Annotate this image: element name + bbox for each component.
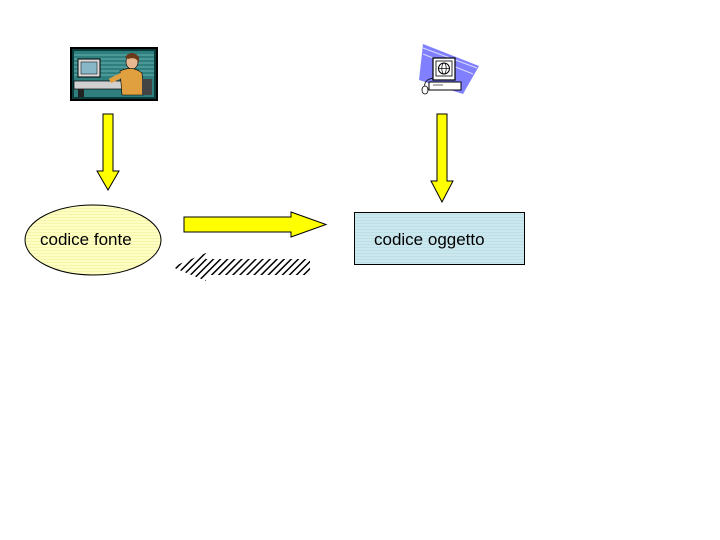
hatched-left-arrow [172,253,310,281]
computer-globe-icon [419,44,479,95]
person-at-computer-icon [70,47,158,101]
right-arrow [183,211,328,238]
down-arrow-right [430,113,454,203]
object-code-label: codice oggetto [374,230,485,249]
source-code-label: codice fonte [40,230,132,249]
source-code-node [24,204,162,276]
object-code-node [354,212,525,265]
down-arrow-left [96,113,120,191]
